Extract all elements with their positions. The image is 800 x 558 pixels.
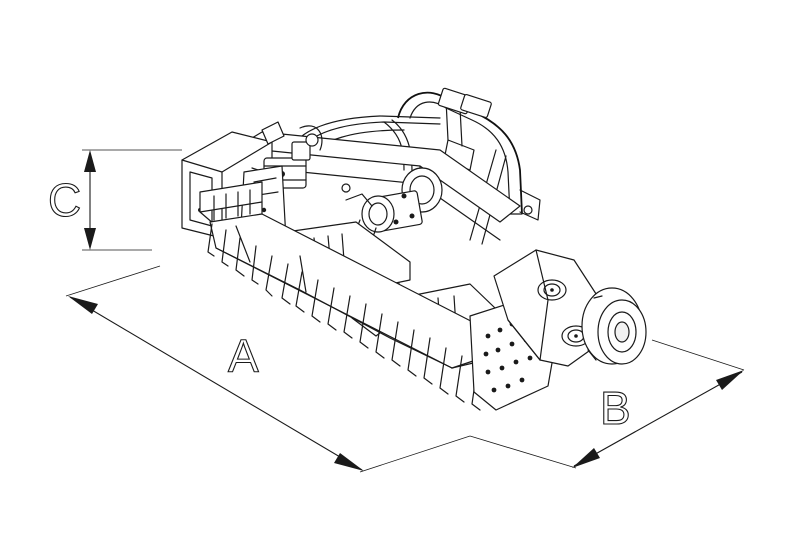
dimension-b-arrow-right bbox=[716, 370, 744, 390]
dimension-b: B bbox=[469, 339, 745, 469]
dimension-c-arrow-bottom bbox=[84, 228, 96, 250]
rotor-housing bbox=[209, 213, 501, 369]
machine bbox=[181, 87, 647, 411]
dimension-c: C bbox=[47, 149, 182, 251]
dimension-a-label: A bbox=[228, 330, 259, 382]
dimension-a-arrow-right bbox=[334, 453, 364, 471]
tines-row bbox=[207, 223, 481, 411]
dimension-a: A bbox=[65, 265, 471, 473]
hitch-frame bbox=[397, 87, 541, 245]
dimension-c-label: C bbox=[48, 174, 81, 226]
dimension-c-arrow-top bbox=[84, 150, 96, 172]
dimension-b-label: B bbox=[600, 382, 631, 434]
depth-wheel bbox=[581, 287, 647, 365]
dimension-a-arrow-left bbox=[68, 296, 98, 314]
central-gearbox bbox=[341, 167, 443, 253]
dimension-b-arrow-left bbox=[572, 448, 600, 468]
